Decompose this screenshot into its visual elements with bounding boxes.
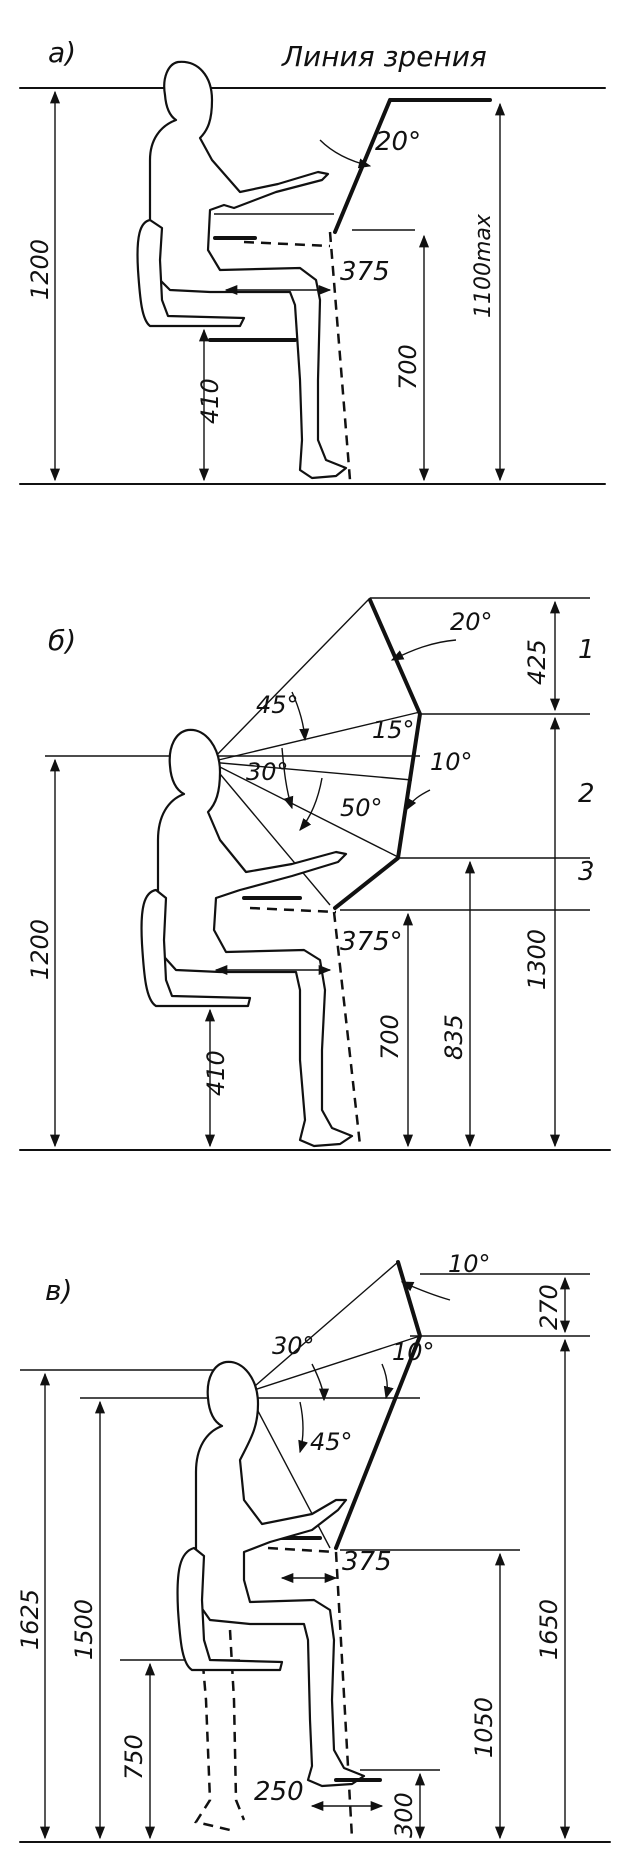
panel-c-dim-footrest-depth: 250 <box>254 1777 304 1807</box>
panel-b-leg-clearance <box>332 911 362 1146</box>
panel-c-angle-30: 30° <box>272 1332 315 1360</box>
panel-c: в) 1625 1500 750 10 <box>16 1250 611 1843</box>
panel-a-dim-desk-height: 700 <box>394 344 422 390</box>
panel-a-seated-figure <box>148 60 348 480</box>
panel-b-zone-3: 3 <box>578 857 595 887</box>
panel-c-dim-seat-height: 750 <box>120 1734 148 1780</box>
panel-a-sightline-label: Линия зрения <box>281 40 487 73</box>
panel-c-dim-eye-height-high: 1625 <box>16 1589 44 1650</box>
panel-b: б) 1200 410 700 835 <box>19 597 611 1151</box>
panel-b-angle-15: 15° <box>372 716 415 744</box>
panel-a-dim-seat-height: 410 <box>196 378 224 424</box>
panel-c-angle-10-arc <box>381 1363 394 1400</box>
panel-a-dim-knee-depth: 375 <box>340 257 390 287</box>
panel-b-angle-top-tilt: 20° <box>450 608 493 636</box>
panel-a: а) Линия зрения 1200 410 700 1100max 375… <box>19 36 606 485</box>
panel-b-sight-rays <box>209 597 421 906</box>
panel-c-angle-45-arc <box>298 1401 308 1454</box>
panel-b-angle-top-arc <box>390 639 457 661</box>
panel-c-dim-top-section: 270 <box>535 1284 563 1330</box>
panel-b-dim-desk-height: 700 <box>376 1014 404 1060</box>
panel-b-label: б) <box>48 624 76 657</box>
panel-a-dim-eye-height: 1200 <box>26 239 54 300</box>
panel-b-zone-2: 2 <box>578 779 595 809</box>
panel-b-angle-50: 50° <box>340 794 383 822</box>
panel-b-dim-seat-height: 410 <box>202 1050 230 1096</box>
panel-a-angle-arc <box>319 139 372 169</box>
panel-b-seated-figure <box>156 728 354 1148</box>
panel-b-angle-30: 30° <box>246 758 289 786</box>
panel-b-angle-50-arc <box>299 777 323 831</box>
panel-c-dim-desk-height: 1050 <box>470 1697 498 1758</box>
panel-c-angle-30-arc <box>311 1363 330 1402</box>
panel-c-leg-clearance <box>334 1551 354 1839</box>
panel-b-angle-45-arc <box>291 691 310 742</box>
panel-a-console <box>333 98 492 234</box>
panel-b-angle-30-arc <box>281 747 294 810</box>
panel-c-chair <box>176 1546 284 1672</box>
panel-c-label: в) <box>45 1274 72 1307</box>
panel-a-dim-panel-height: 1100max <box>471 213 496 318</box>
panel-c-angle-top-arc <box>400 1281 451 1301</box>
panel-a-label: а) <box>48 36 76 69</box>
panel-b-console <box>333 598 422 910</box>
panel-a-chair <box>136 218 246 328</box>
panel-c-desk-underside <box>267 1546 337 1554</box>
panel-b-angle-10: 10° <box>430 748 473 776</box>
panel-b-angle-10-arc <box>405 789 431 812</box>
panel-c-dim-eye-height: 1500 <box>70 1599 98 1660</box>
panel-c-angle-45: 45° <box>310 1428 353 1456</box>
panel-b-dim-knee-depth: 375° <box>340 927 403 957</box>
panel-c-angle-top-tilt: 10° <box>448 1250 491 1278</box>
panel-b-angle-45: 45° <box>256 691 299 719</box>
panel-b-dim-panel-top: 425 <box>523 639 551 685</box>
panel-a-angle-tilt: 20° <box>375 127 421 157</box>
panel-b-desk-underside <box>249 906 337 914</box>
panel-c-dim-knee-depth: 375 <box>342 1547 392 1577</box>
panel-c-angle-10: 10° <box>392 1338 435 1366</box>
panel-c-figure <box>194 1360 366 1788</box>
panel-c-dim-panel-height: 1650 <box>535 1599 563 1660</box>
panel-a-leg-clearance <box>328 231 352 481</box>
panel-b-dim-panel-mid: 1300 <box>523 929 551 990</box>
panel-b-dim-eye-height: 1200 <box>26 919 54 980</box>
panel-b-zone-1: 1 <box>578 635 595 665</box>
panel-a-desk-underside <box>243 240 331 248</box>
panel-b-dim-panel-low: 835 <box>440 1014 468 1060</box>
panel-b-chair <box>140 888 252 1008</box>
panel-c-dim-footrest-height: 300 <box>390 1792 418 1838</box>
